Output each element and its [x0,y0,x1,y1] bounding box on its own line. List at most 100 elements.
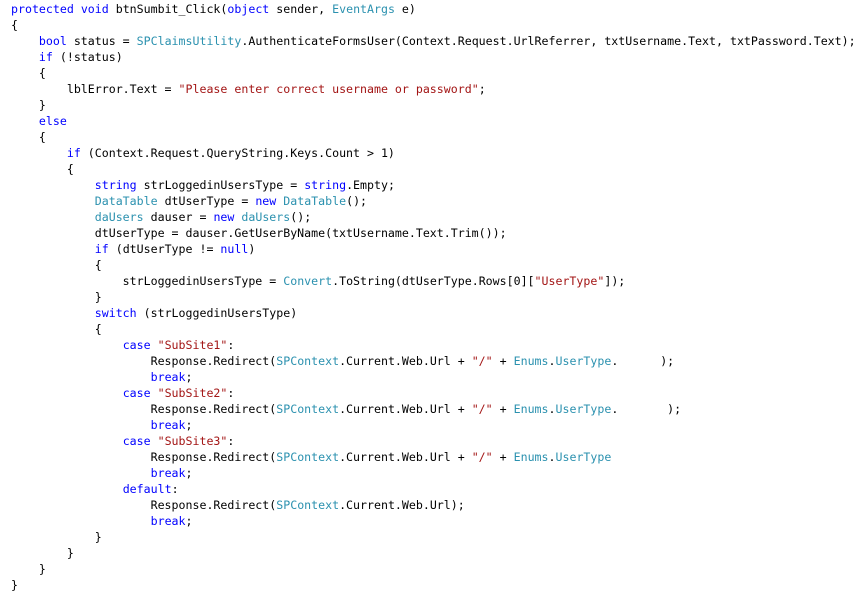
code-line: } [11,545,856,561]
code-token: (); [290,210,312,224]
keyword-token: protected [11,2,74,16]
code-line: if (Context.Request.QueryString.Keys.Cou… [11,145,856,161]
type-token: Enums [513,450,549,464]
code-token: : [227,434,235,448]
code-line: lblError.Text = "Please enter correct us… [11,81,856,97]
code-line: } [11,561,856,577]
code-token: . [548,354,556,368]
code-token: (dtUserType != [108,242,221,256]
code-token: Response.Redirect( [11,402,277,416]
code-token: (); [346,194,368,208]
keyword-token: switch [94,306,137,320]
code-line: daUsers dauser = new daUsers(); [11,209,856,225]
keyword-token: default [122,482,172,496]
code-token: { [11,322,102,336]
code-token: ; [478,82,486,96]
code-token [11,418,151,432]
code-token: } [11,578,18,592]
code-token: .AuthenticateFormsUser(Context.Request.U… [241,34,856,48]
code-line: bool status = SPClaimsUtility.Authentica… [11,33,856,49]
type-token: SPContext [276,354,340,368]
string-token: "/" [471,450,493,464]
keyword-token: object [227,2,270,16]
code-token: strLoggedinUsersType = [136,178,305,192]
code-token: } [11,562,46,576]
code-token: sender, [269,2,333,16]
code-line: default: [11,481,856,497]
code-token [74,2,81,16]
keyword-token: case [122,338,151,352]
code-token [11,178,95,192]
code-token: { [11,130,46,144]
string-token: "SubSite3" [157,434,228,448]
code-token: .Current.Web.Url + [339,450,472,464]
code-token: { [11,162,74,176]
code-token: + [492,402,514,416]
code-token: . [548,402,556,416]
code-line: } [11,97,856,113]
type-token: daUsers [241,210,291,224]
code-token: + [492,354,514,368]
code-line: case "SubSite3": [11,433,856,449]
code-line: break; [11,369,856,385]
keyword-token: string [304,178,347,192]
code-token: . [548,450,556,464]
code-token: lblError.Text = [11,82,179,96]
type-token: daUsers [94,210,144,224]
keyword-token: break [150,514,186,528]
code-line: if (!status) [11,49,856,65]
keyword-token: void [80,2,109,16]
string-token: "UserType" [534,274,605,288]
code-line: { [11,321,856,337]
code-token [11,514,151,528]
code-token: dtUserType = dauser.GetUserByName(txtUse… [11,226,507,240]
keyword-token: new [255,194,277,208]
code-token [11,242,95,256]
code-token [11,194,95,208]
code-token [151,386,158,400]
code-token: { [11,66,46,80]
code-token: : [227,386,235,400]
code-line: { [11,65,856,81]
keyword-token: case [122,386,151,400]
keyword-token: if [94,242,109,256]
code-token: . ); [611,402,682,416]
code-line: } [11,529,856,545]
code-token: : [171,482,179,496]
code-token: ; [185,466,193,480]
code-token [11,338,123,352]
code-line: switch (strLoggedinUsersType) [11,305,856,321]
keyword-token: break [150,466,186,480]
code-token: { [11,18,18,32]
code-token: ]); [604,274,626,288]
code-token [11,50,39,64]
code-editor[interactable]: protected void btnSumbit_Click(object se… [11,1,856,593]
type-token: Enums [513,402,549,416]
code-token: .Current.Web.Url); [339,498,465,512]
code-token [11,114,39,128]
code-token: (strLoggedinUsersType) [136,306,298,320]
code-line: } [11,577,856,593]
type-token: DataTable [283,194,347,208]
string-token: "Please enter correct username or passwo… [178,82,479,96]
code-line: protected void btnSumbit_Click(object se… [11,1,856,17]
type-token: SPContext [276,450,340,464]
string-token: "SubSite2" [157,386,228,400]
code-token: } [11,530,102,544]
code-token: + [492,450,514,464]
keyword-token: case [122,434,151,448]
keyword-token: if [38,50,53,64]
code-token [11,306,95,320]
code-line: else [11,113,856,129]
code-line: case "SubSite2": [11,385,856,401]
code-token: dauser = [143,210,214,224]
code-line: { [11,257,856,273]
keyword-token: else [38,114,67,128]
keyword-token: if [66,146,81,160]
code-token: ; [185,418,193,432]
type-token: SPContext [276,402,340,416]
code-token: : [227,338,235,352]
code-token: } [11,98,46,112]
code-token: .ToString(dtUserType.Rows[0][ [332,274,535,288]
code-token: .Current.Web.Url + [339,354,472,368]
